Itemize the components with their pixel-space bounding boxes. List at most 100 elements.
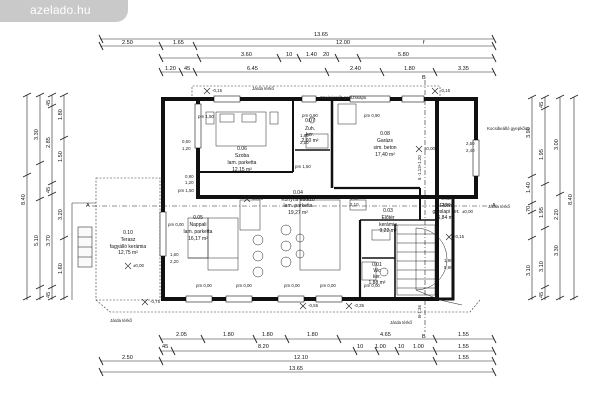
- corner-note: B-1:36: [417, 305, 422, 318]
- left-dimension-labels: 8.40 3.30 5.10 2.85 3.70 1.50 1.60 45 45…: [21, 100, 64, 298]
- opening-1: 0,60: [182, 139, 191, 144]
- level-3: ±0,00: [424, 146, 436, 151]
- right-dimension-labels: 3.90 1.40 3.10 1.95 1.95 3.10 3.00 3.30 …: [526, 102, 574, 298]
- right-part-dim-5: 1.95: [539, 207, 545, 218]
- opening-12: 2,10: [350, 202, 359, 207]
- room-zuh-area: 2,60 m²: [302, 138, 319, 144]
- pm-label-4: pm 1,50: [198, 114, 214, 119]
- pm-label-8: pm 0,00: [284, 283, 300, 288]
- room-szoba-id: 0.06: [237, 146, 247, 152]
- room-nappali-area: 16,17 m²: [188, 236, 208, 242]
- top-row3-dim-4: 2.40: [350, 66, 361, 72]
- room-eloter2-floor: greslapi ker.: [433, 209, 460, 215]
- opening-2: 1,20: [182, 146, 191, 151]
- opening-3: 1,80: [300, 133, 309, 138]
- level-8: -0,75: [150, 299, 161, 304]
- level-4: -0,15: [454, 234, 465, 239]
- opening-5: 0,90: [350, 196, 359, 201]
- room-nappali-floor: lam. parketta: [184, 229, 213, 235]
- top-row3-dim-2: 45: [184, 66, 190, 72]
- room-nappali-name: Nappali: [190, 222, 207, 228]
- room-szoba-name: Szoba: [235, 153, 249, 159]
- room-garazs-area: 17,40 m²: [375, 152, 395, 158]
- pm-label-5: pm 1,50: [295, 164, 311, 169]
- room-terasz-id: 0.10: [123, 230, 133, 236]
- right-part-dim-1: 3.90: [526, 127, 532, 138]
- room-terasz-name: Terasz: [121, 237, 136, 243]
- right-part-dim-6: 3.10: [539, 261, 545, 272]
- room-garazs-floor: sim. beton: [373, 145, 396, 151]
- section-mark-b-top: B: [422, 75, 426, 81]
- room-wc-id: 0.01: [372, 262, 382, 268]
- room-konyha-name: Konyha-étkező: [281, 197, 315, 203]
- room-labels: 0.06 Szoba lam. parketta 12,15 m² 0.07 Z…: [110, 118, 460, 286]
- walls: [161, 97, 478, 301]
- left-small-dim-3: 45: [46, 292, 52, 298]
- pm-label-2: pm 0,90: [302, 113, 318, 118]
- opening-4: 2,10: [300, 140, 309, 145]
- level-1: ±0,00: [252, 196, 264, 201]
- top-row1-dim-2: 1.65: [173, 40, 184, 46]
- top-row2-dim-5: 5.80: [398, 52, 409, 58]
- section-mark-a-left: A: [86, 203, 90, 209]
- bottom-row1-dim-3: 1.80: [262, 332, 273, 338]
- top-dimensions: [98, 34, 497, 77]
- right-inner-dim-3: 2.20: [554, 209, 560, 220]
- staircase: [396, 224, 463, 306]
- room-konyha-id: 0.04: [293, 190, 303, 196]
- bottom-dimensions: [98, 334, 497, 377]
- left-total-dim: 8.40: [21, 194, 27, 205]
- left-inner-dim-1: 2.85: [46, 137, 52, 148]
- left-small-dim-1: 45: [46, 100, 52, 106]
- room-konyha-floor: lam. parketta: [284, 203, 313, 209]
- level-9: -0,15: [212, 88, 223, 93]
- right-total-dim: 8.40: [568, 194, 574, 205]
- room-szoba-area: 12,15 m²: [232, 167, 252, 173]
- top-row1-dim-3: 12.00: [336, 40, 350, 46]
- pm-label-6: pm 0,00: [196, 283, 212, 288]
- room-zuh-id: 0.07: [305, 118, 315, 124]
- room-garazs-id: 0.08: [380, 131, 390, 137]
- pm-label-1: pm 1,50: [178, 188, 194, 193]
- right-small-dim-6: 45: [539, 292, 545, 298]
- note-jarda-right: Járda térkő: [488, 204, 511, 209]
- top-dimension-labels: 13.65 2.50 1.65 12.00 f 3.60 10 1.40 20 …: [122, 32, 469, 72]
- level-6: -0,35: [354, 303, 365, 308]
- room-zuh-floor: ker.: [306, 132, 314, 138]
- right-part-dim-3: 1.95: [539, 149, 545, 160]
- level-10: ±0,00: [462, 209, 474, 214]
- room-garazs-name: Garázs: [377, 138, 394, 144]
- note-jarda-bottom-right: Járda térkő: [390, 320, 413, 325]
- level-markers: [124, 87, 453, 310]
- right-small-dim-3: 70: [526, 206, 532, 212]
- left-part-dim-2: 5.10: [34, 235, 40, 246]
- level-5: -0,15: [440, 88, 451, 93]
- left-inner-dim-4: 1.60: [58, 263, 64, 274]
- top-row3-dim-5: 1.80: [404, 66, 415, 72]
- bottom-dimension-labels: 2.05 1.80 1.80 1.80 4.65 1.55 45 8.20 10…: [122, 332, 469, 372]
- top-row2-dim-4: 20: [323, 52, 329, 58]
- bottom-row3-dim-2: 12.10: [294, 355, 308, 361]
- left-inner-dim-2: 1.50: [58, 151, 64, 162]
- note-kocsibeallo: Kocsibeálló gyepkőcs: [487, 126, 530, 131]
- opening-11: 0,90: [444, 265, 453, 270]
- opening-9: 2,40: [466, 148, 475, 153]
- pm-label-11: pm 0,00: [364, 283, 380, 288]
- bottom-row1-dim-4: 1.80: [307, 332, 318, 338]
- top-row3-dim-3: 6.45: [247, 66, 258, 72]
- opening-6: 1,60: [170, 252, 179, 257]
- furniture: [187, 103, 391, 281]
- room-eloter-area: 9,22 m²: [380, 228, 397, 234]
- terrace: [71, 85, 481, 313]
- left-dimensions: [22, 92, 69, 301]
- right-inner-dim-1: 3.00: [554, 139, 560, 150]
- opening-15: 2,10: [442, 202, 451, 207]
- top-row2-dim-2: 10: [286, 52, 292, 58]
- room-eloter-floor: kerámia: [379, 222, 397, 228]
- room-eloter-id: 0.03: [383, 208, 393, 214]
- bottom-total-dim: 13.65: [289, 366, 303, 372]
- section-mark-b-bottom: B: [422, 334, 426, 340]
- level-2: ±0,00: [133, 263, 145, 268]
- room-eloter2-id: 0.02: [441, 196, 451, 202]
